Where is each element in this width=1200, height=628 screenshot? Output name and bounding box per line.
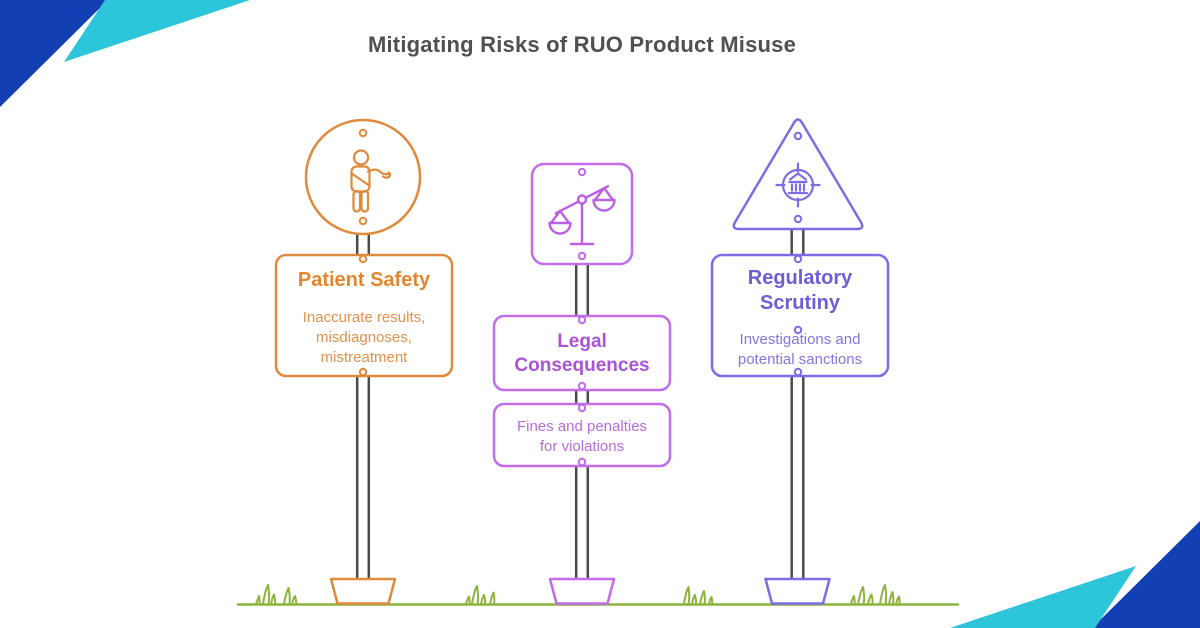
scales-of-justice-icon — [548, 184, 616, 246]
bolt-dots — [577, 167, 587, 467]
institution-target-icon — [775, 162, 821, 208]
sign-legal-consequences — [492, 162, 672, 468]
base-sign1 — [329, 577, 397, 605]
bolt-dots — [358, 128, 368, 377]
sign-bases — [329, 577, 831, 605]
text-plate — [710, 253, 890, 378]
circle-plate — [304, 118, 422, 236]
bolt-dots — [793, 131, 803, 377]
grass-tuft-1 — [255, 584, 298, 605]
sign-regulatory-scrutiny — [710, 118, 890, 378]
sign-posts — [355, 177, 805, 580]
base-sign2 — [548, 577, 616, 605]
top-left-cyan-triangle — [64, 0, 250, 62]
top-left-blue-triangle — [0, 0, 108, 107]
bottom-right-cyan-triangle — [950, 566, 1136, 628]
grass-tuft-3 — [683, 586, 714, 605]
grass-tuft-4 — [850, 584, 901, 605]
base-sign3 — [764, 577, 831, 605]
patient-icon — [350, 149, 392, 213]
text-plate — [274, 253, 454, 378]
sign-patient-safety — [274, 118, 454, 378]
grass-tuft-2 — [465, 585, 496, 605]
body-plate — [492, 402, 672, 468]
title-plate — [492, 314, 672, 392]
bottom-right-blue-triangle — [1092, 521, 1200, 628]
